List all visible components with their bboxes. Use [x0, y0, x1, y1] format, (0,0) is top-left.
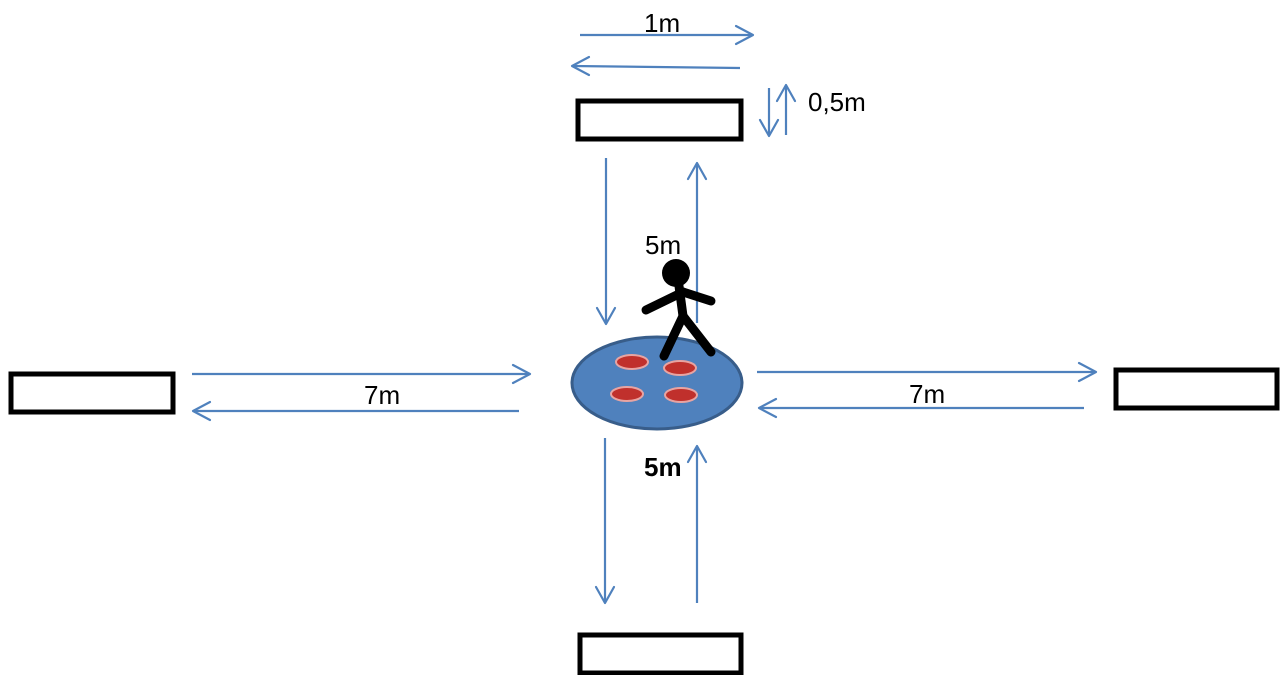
top-distance-label: 5m — [645, 230, 681, 260]
left-arrow-right — [192, 363, 532, 385]
cone-icon — [664, 387, 698, 403]
right-arrow-left — [757, 397, 1084, 419]
right-distance-label: 7m — [909, 379, 945, 409]
station-top-box — [575, 98, 744, 142]
cone-icon — [663, 360, 697, 376]
bottom-arrow-down — [594, 438, 616, 605]
top-width-label: 1m — [644, 8, 680, 38]
height-arrow-down — [758, 88, 780, 138]
right-arrow-right — [757, 361, 1098, 383]
station-bottom-box — [577, 632, 744, 675]
station-left-box — [8, 371, 176, 415]
left-arrow-left — [191, 400, 519, 422]
station-right-box — [1113, 367, 1280, 411]
cone-icon — [615, 354, 649, 370]
stick-figure-icon — [641, 259, 716, 361]
cone-icon — [610, 386, 644, 402]
center-disc — [570, 335, 744, 431]
top-arrow-down — [595, 158, 617, 326]
height-arrow-up — [775, 83, 797, 135]
top-height-label: 0,5m — [808, 87, 866, 117]
width-arrow-right — [580, 24, 755, 46]
width-arrow-left — [570, 55, 741, 77]
bottom-distance-label: 5m — [644, 452, 682, 482]
left-distance-label: 7m — [364, 380, 400, 410]
bottom-arrow-up — [686, 444, 708, 603]
